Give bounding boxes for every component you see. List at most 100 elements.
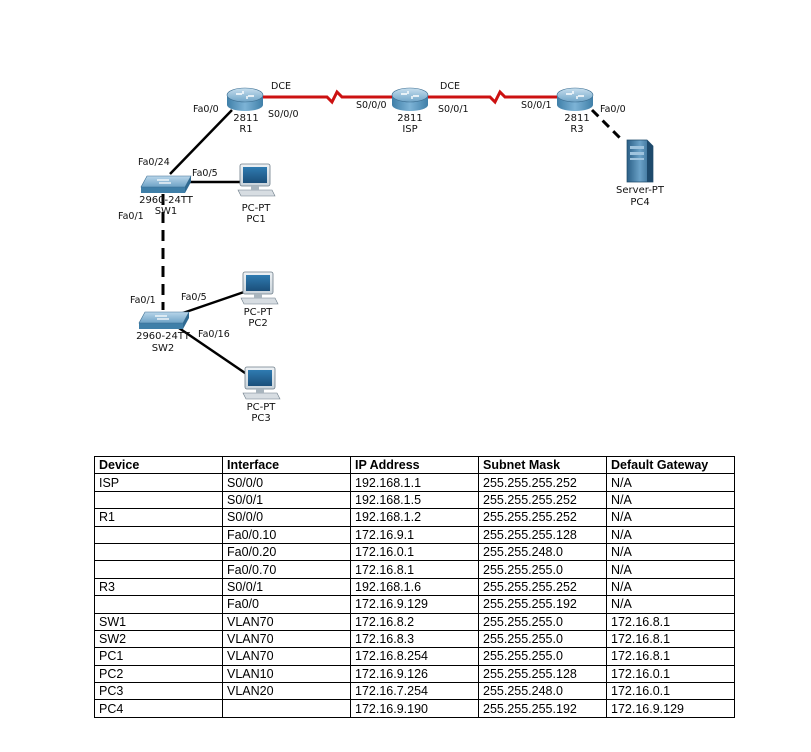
cell-ip-address: 172.16.9.129	[350, 595, 479, 614]
cell-device	[94, 542, 223, 562]
pc1-model-label: PC-PT	[242, 203, 272, 214]
cell-default-gateway: N/A	[606, 595, 735, 614]
switch-sw2-icon[interactable]	[138, 311, 190, 329]
router-r3-icon[interactable]	[556, 87, 594, 111]
sw1-name-label: SW1	[155, 206, 178, 217]
cell-default-gateway: 172.16.8.1	[606, 647, 735, 666]
cell-subnet-mask: 255.255.248.0	[478, 542, 607, 562]
pc4-model-label: Server-PT	[616, 185, 665, 196]
serial-link-isp-r3	[424, 89, 560, 105]
cell-ip-address: 172.16.9.1	[350, 525, 479, 544]
cell-device	[94, 595, 223, 614]
header-device: Device	[94, 455, 223, 475]
cell-subnet-mask: 255.255.255.252	[478, 490, 607, 510]
pc1-icon[interactable]	[237, 163, 276, 197]
link-r3-pc4	[590, 108, 624, 142]
cell-subnet-mask: 255.255.255.192	[478, 699, 607, 718]
sw2-name-label: SW2	[152, 343, 175, 354]
link-sw2-pc3	[175, 324, 249, 377]
router-r1-icon[interactable]	[226, 87, 264, 111]
port-label-sw2-fa016: Fa0/16	[198, 329, 230, 340]
cell-device	[94, 560, 223, 579]
cell-subnet-mask: 255.255.255.0	[478, 629, 607, 649]
cell-interface: Fa0/0.70	[222, 560, 351, 579]
cell-subnet-mask: 255.255.255.128	[478, 525, 607, 544]
server-pc4-icon[interactable]	[626, 139, 654, 183]
cell-interface: Fa0/0	[222, 595, 351, 614]
pc2-icon[interactable]	[240, 271, 279, 305]
switch-sw1-icon[interactable]	[140, 175, 192, 193]
cell-interface: S0/0/0	[222, 508, 351, 527]
port-label-sw2-fa05: Fa0/5	[181, 292, 207, 303]
pc2-model-label: PC-PT	[244, 307, 274, 318]
cell-ip-address: 192.168.1.5	[350, 490, 479, 510]
pc3-icon[interactable]	[242, 366, 281, 400]
cell-interface: VLAN20	[222, 682, 351, 701]
isp-model-label: 2811	[397, 113, 422, 124]
cell-default-gateway: N/A	[606, 490, 735, 510]
cell-default-gateway: N/A	[606, 560, 735, 579]
cell-subnet-mask: 255.255.255.192	[478, 595, 607, 614]
port-label-dce-2: DCE	[440, 81, 460, 92]
header-ip-address: IP Address	[350, 455, 479, 475]
cell-interface: VLAN70	[222, 612, 351, 631]
cell-device	[94, 525, 223, 544]
cell-device: PC4	[94, 699, 223, 718]
cell-interface: S0/0/1	[222, 577, 351, 597]
cell-subnet-mask: 255.255.255.252	[478, 577, 607, 597]
cell-device: PC2	[94, 664, 223, 684]
pc1-name-label: PC1	[246, 214, 265, 225]
cell-default-gateway: 172.16.9.129	[606, 699, 735, 718]
cell-ip-address: 192.168.1.1	[350, 473, 479, 492]
cell-default-gateway: 172.16.8.1	[606, 629, 735, 649]
cell-interface	[222, 699, 351, 718]
cell-interface: S0/0/1	[222, 490, 351, 510]
cell-default-gateway: N/A	[606, 473, 735, 492]
cell-ip-address: 172.16.8.3	[350, 629, 479, 649]
cell-default-gateway: 172.16.0.1	[606, 682, 735, 701]
port-label-isp-s001: S0/0/1	[438, 104, 469, 115]
cell-ip-address: 172.16.9.190	[350, 699, 479, 718]
cell-default-gateway: 172.16.8.1	[606, 612, 735, 631]
cell-ip-address: 172.16.8.1	[350, 560, 479, 579]
port-label-sw2-fa01: Fa0/1	[130, 295, 156, 306]
port-label-r1-fa00: Fa0/0	[193, 104, 219, 115]
link-sw2-pc2	[179, 290, 245, 316]
pc3-name-label: PC3	[251, 413, 270, 424]
sw2-model-label: 2960-24TT	[136, 331, 191, 342]
r1-name-label: R1	[239, 124, 252, 135]
r1-model-label: 2811	[233, 113, 258, 124]
sw1-model-label: 2960-24TT	[139, 195, 194, 206]
cell-ip-address: 172.16.0.1	[350, 542, 479, 562]
header-subnet-mask: Subnet Mask	[478, 455, 607, 475]
cell-default-gateway: N/A	[606, 542, 735, 562]
router-isp-icon[interactable]	[391, 87, 429, 111]
cell-ip-address: 172.16.7.254	[350, 682, 479, 701]
port-label-isp-s000: S0/0/0	[356, 100, 387, 111]
cell-interface: VLAN10	[222, 664, 351, 684]
cell-ip-address: 172.16.8.2	[350, 612, 479, 631]
port-label-sw1-fa05: Fa0/5	[192, 168, 218, 179]
cell-device	[94, 490, 223, 510]
pc2-name-label: PC2	[248, 318, 267, 329]
network-topology-diagram: 2811 R1 2811 ISP 2811 R3 2960-24TT SW1 2…	[118, 81, 665, 424]
cell-device: R3	[94, 577, 223, 597]
cell-subnet-mask: 255.255.255.0	[478, 612, 607, 631]
r3-name-label: R3	[570, 124, 583, 135]
cell-default-gateway: N/A	[606, 525, 735, 544]
cell-ip-address: 172.16.8.254	[350, 647, 479, 666]
cell-subnet-mask: 255.255.255.0	[478, 560, 607, 579]
table-header-row: Device Interface IP Address Subnet Mask …	[94, 455, 735, 475]
pc3-model-label: PC-PT	[247, 402, 277, 413]
cell-device: PC1	[94, 647, 223, 666]
